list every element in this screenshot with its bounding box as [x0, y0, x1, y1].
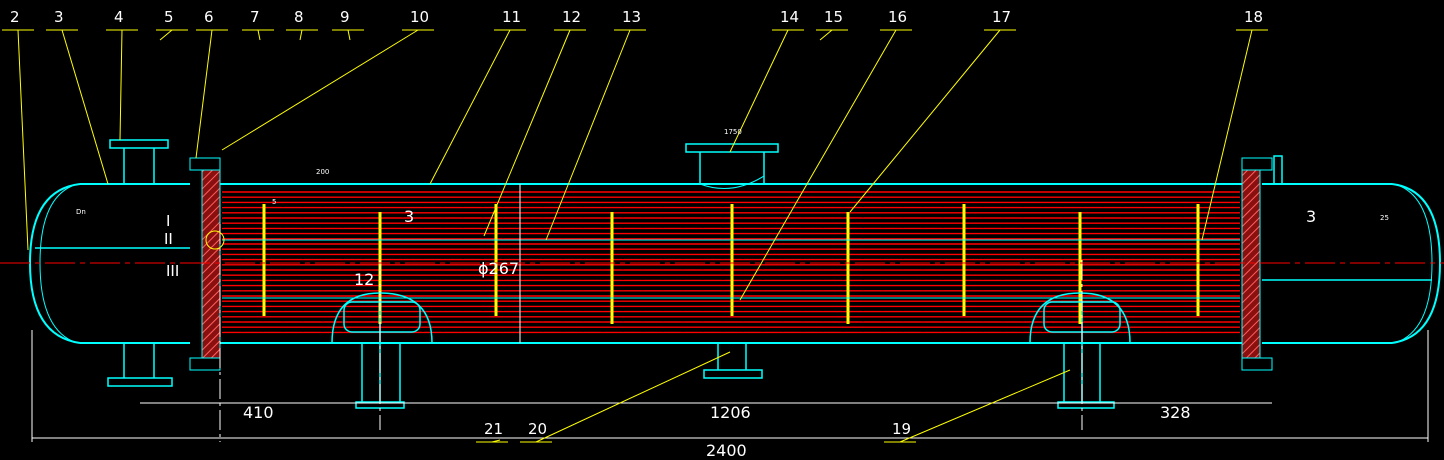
part-label-4: 4 — [114, 8, 124, 26]
section-mark-3: III — [166, 262, 179, 280]
leader-line — [483, 29, 571, 237]
part-label-19: 19 — [892, 420, 911, 438]
tubesheets — [189, 157, 1273, 371]
part-label-5: 5 — [164, 8, 174, 26]
baffles — [222, 204, 1240, 324]
leader-line — [729, 29, 789, 153]
leader-line — [299, 29, 303, 41]
leader-line — [849, 29, 1001, 213]
dim-right-span: 328 — [1160, 403, 1191, 422]
section-mark-2: II — [164, 230, 173, 248]
part-label-16: 16 — [888, 8, 907, 26]
part-label-21: 21 — [484, 420, 503, 438]
leader-line — [429, 29, 511, 185]
part-label-20: 20 — [528, 420, 547, 438]
dim-small-five: 5 — [272, 198, 276, 206]
part-labels: 2 3 4 5 6 7 8 9 10 11 12 13 14 15 16 17 18 19 20 21 — [10, 8, 1263, 438]
part-label-7: 7 — [250, 8, 260, 26]
leader-line — [61, 29, 109, 185]
part-label-15: 15 — [824, 8, 843, 26]
leader-line — [1201, 29, 1253, 241]
leader-line — [257, 29, 261, 41]
leader-line — [195, 29, 213, 159]
leader-lines — [2, 29, 1268, 443]
leader-line — [491, 439, 501, 443]
leader-line — [159, 29, 173, 41]
leader-line — [17, 29, 29, 251]
leader-line — [119, 29, 123, 141]
dimension-lines — [0, 184, 1444, 442]
dim-wall-right: 3 — [1306, 207, 1316, 226]
dim-overall-length: 2400 — [706, 441, 747, 460]
part-label-17: 17 — [992, 8, 1011, 26]
nozzles — [107, 139, 1283, 387]
leader-line — [739, 29, 897, 301]
part-label-11: 11 — [502, 8, 521, 26]
detail-circle — [205, 230, 225, 250]
leader-line — [819, 29, 833, 41]
part-label-14: 14 — [780, 8, 799, 26]
dim-wall-left: 3 — [404, 207, 414, 226]
leader-line — [899, 369, 1071, 443]
dim-left-span: 410 — [243, 403, 274, 422]
section-mark-1: I — [166, 212, 170, 230]
dim-head-left: Dn — [76, 208, 86, 216]
dim-middle-span: 1206 — [710, 403, 751, 422]
part-label-18: 18 — [1244, 8, 1263, 26]
part-label-6: 6 — [204, 8, 214, 26]
dim-nozzle-offset: 1750 — [724, 128, 742, 136]
part-label-3: 3 — [54, 8, 64, 26]
dim-head: 25 — [1380, 214, 1389, 222]
dim-tube-gap: 12 — [354, 270, 374, 289]
part-label-10: 10 — [410, 8, 429, 26]
leader-line — [221, 29, 419, 151]
part-label-8: 8 — [294, 8, 304, 26]
dim-baffle-pitch: 200 — [316, 168, 329, 176]
part-label-9: 9 — [340, 8, 350, 26]
leader-line — [347, 29, 351, 41]
dim-shell-diameter: ϕ267 — [478, 259, 519, 278]
leader-line — [545, 29, 631, 241]
part-label-2: 2 — [10, 8, 20, 26]
part-label-12: 12 — [562, 8, 581, 26]
leader-line — [535, 351, 731, 443]
shell — [28, 183, 1442, 344]
part-label-13: 13 — [622, 8, 641, 26]
